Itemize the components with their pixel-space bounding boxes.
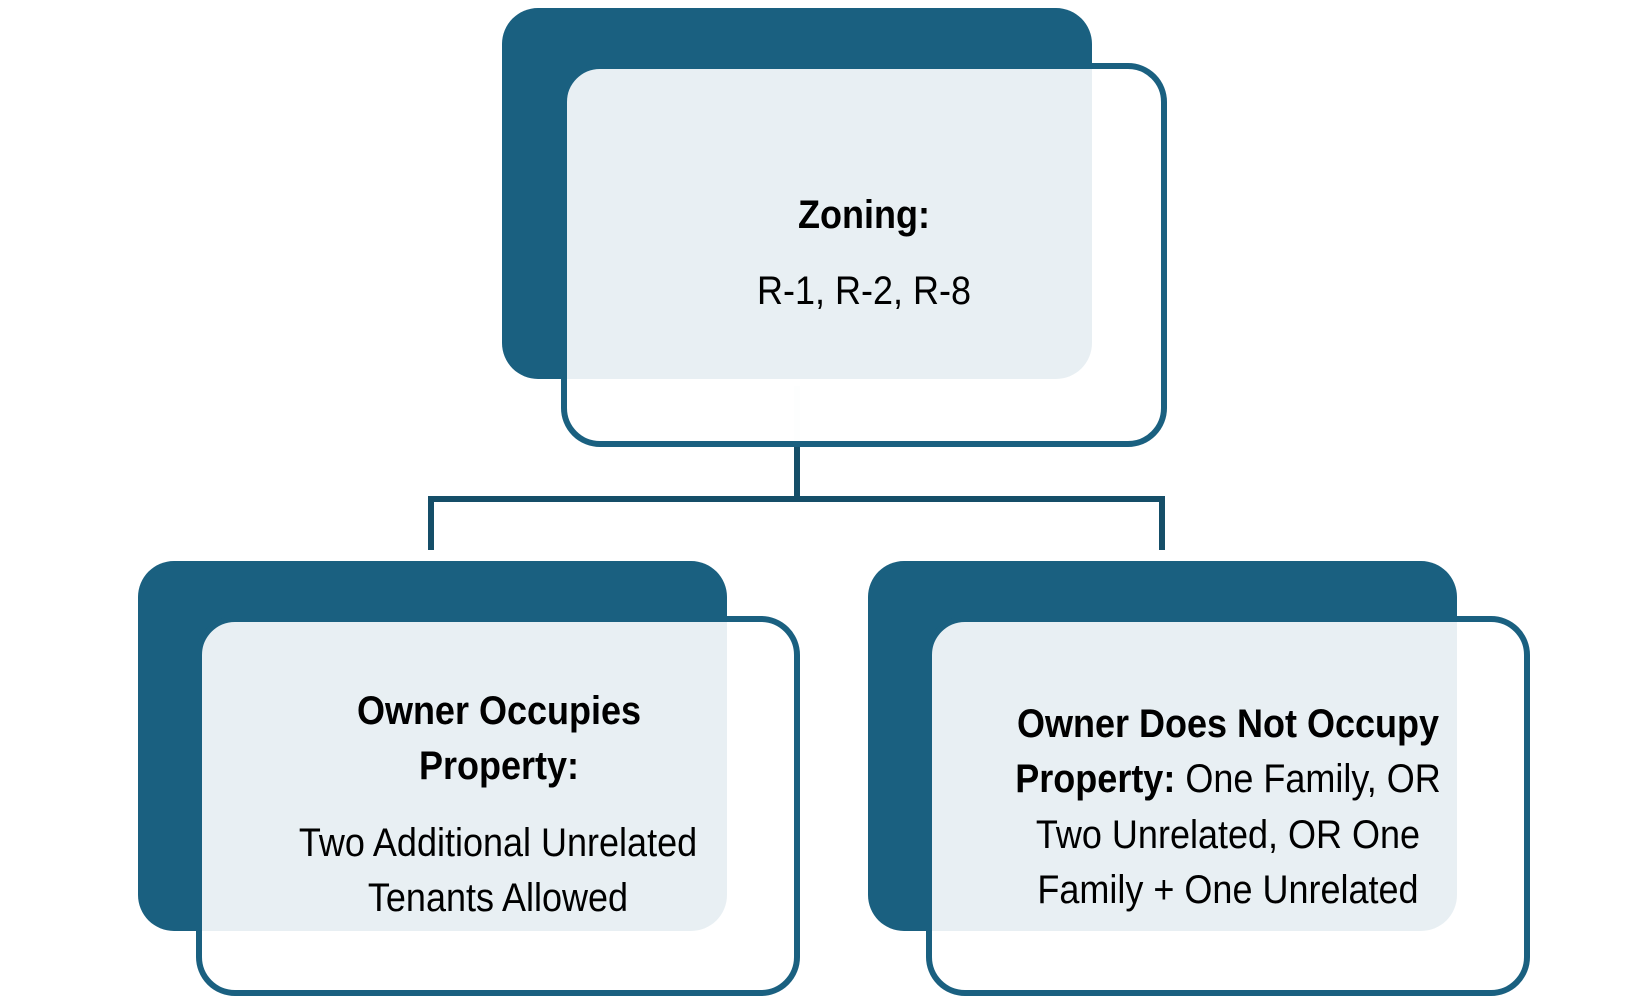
right-body-line3: Two Unrelated, OR One: [1035, 813, 1421, 857]
right-title-line2: Property:: [1015, 757, 1176, 801]
connector-branch: [428, 496, 1165, 550]
left-node-card: [196, 616, 800, 996]
right-body-line4: Family + One Unrelated: [1037, 868, 1419, 912]
connectors: [428, 444, 1165, 550]
root-title: Zoning:: [798, 193, 930, 237]
root-node-card: [561, 63, 1167, 447]
right-body-line2: One Family, OR: [1175, 757, 1441, 801]
left-title: Owner Occupies Property:: [356, 689, 642, 788]
root-body: R-1, R-2, R-8: [756, 269, 972, 313]
right-title-line1: Owner Does Not Occupy: [1016, 702, 1440, 746]
left-body-line1: Two Additional Unrelated: [298, 821, 698, 865]
right-node-card: [926, 616, 1530, 996]
right-line2: Property: One Family, OR: [959, 752, 1497, 807]
left-body-line2: Tenants Allowed: [367, 876, 629, 920]
